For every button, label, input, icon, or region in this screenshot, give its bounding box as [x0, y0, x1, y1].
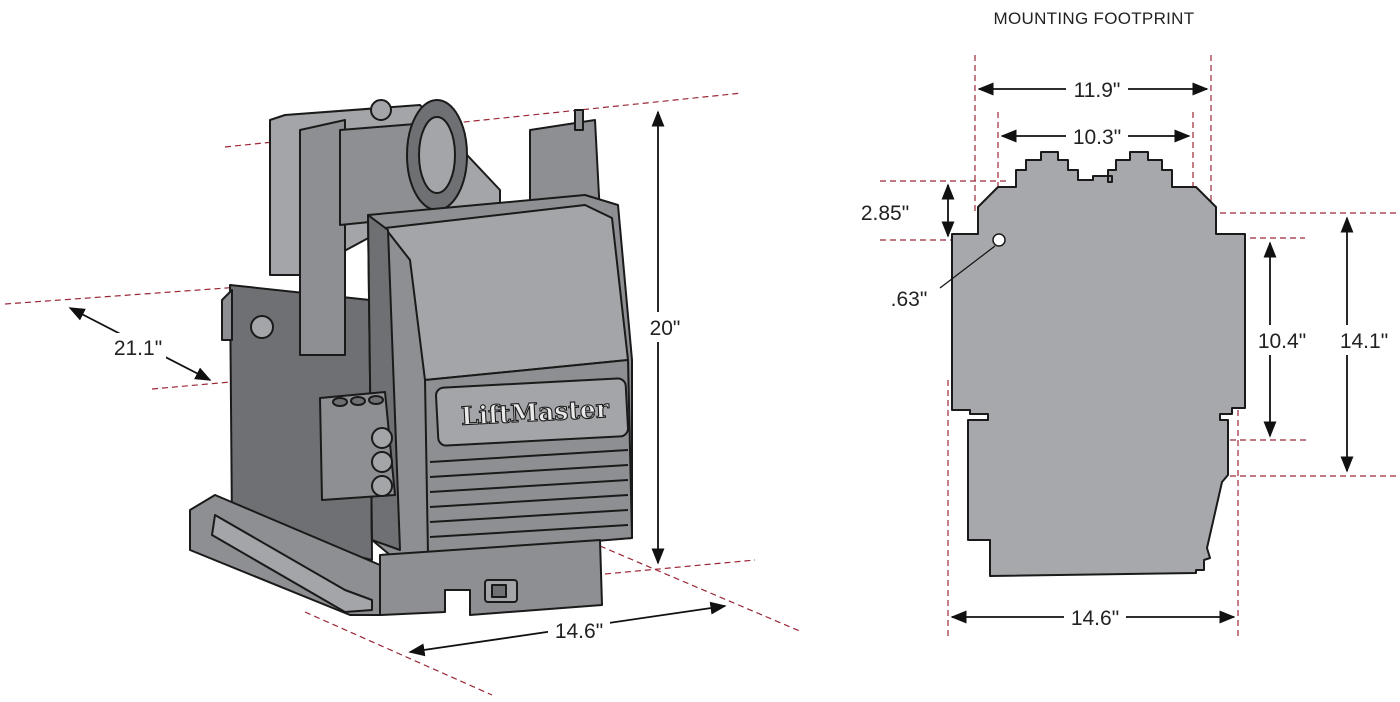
operator-unit-illustration — [4, 92, 803, 696]
mid-height-dimension-label: 10.4" — [1258, 330, 1306, 353]
mounting-hole — [992, 233, 1006, 247]
unit-width-dimension-label: 14.6" — [555, 620, 603, 643]
offset-dimension-label: 2.85" — [861, 202, 909, 225]
height-dimension-label: 20" — [650, 317, 681, 340]
hole-leader-line — [939, 245, 996, 289]
top-width-dimension-label: 11.9" — [1074, 79, 1121, 102]
inner-width-dimension-label: 10.3" — [1073, 126, 1121, 149]
total-height-dimension-label: 14.1" — [1340, 330, 1388, 353]
footprint-outline — [951, 151, 1246, 577]
bottom-width-dimension-label: 14.6" — [1071, 607, 1119, 630]
hole-dimension-label: .63" — [891, 288, 928, 311]
depth-dimension-label: 21.1" — [114, 337, 162, 360]
footprint-caption: MOUNTING FOOTPRINT — [994, 9, 1195, 28]
